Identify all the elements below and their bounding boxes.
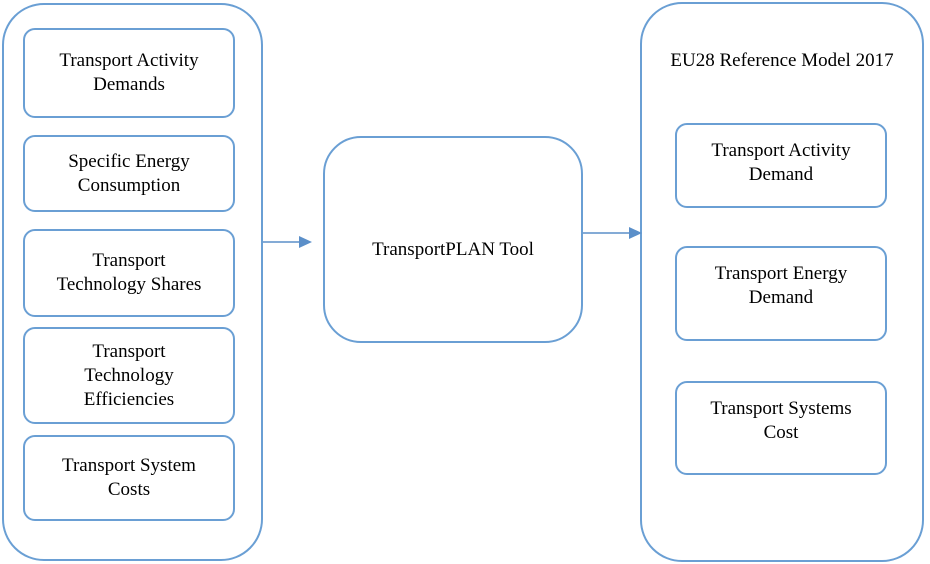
- input-box-activity-demands: Transport Activity Demands: [23, 28, 235, 118]
- input-box-specific-energy: Specific Energy Consumption: [23, 135, 235, 212]
- outputs-title: EU28 Reference Model 2017: [670, 50, 894, 71]
- output-label: Transport Systems Cost: [710, 398, 852, 443]
- input-label: Transport Technology Shares: [56, 250, 202, 295]
- input-box-technology-shares: Transport Technology Shares: [23, 229, 235, 317]
- input-label: Specific Energy Consumption: [68, 150, 190, 196]
- input-label: Transport System Costs: [62, 455, 196, 500]
- output-label: Transport Activity Demand: [711, 140, 851, 185]
- arrow-tool-to-outputs: [583, 227, 642, 239]
- tool-label: TransportPLAN Tool: [372, 239, 534, 260]
- tool-box: TransportPLAN Tool: [323, 136, 583, 343]
- output-label: Transport Energy Demand: [714, 263, 848, 308]
- input-label: Transport Activity Demands: [59, 50, 199, 95]
- output-box-activity-demand: Transport Activity Demand: [675, 123, 887, 208]
- arrow-inputs-to-tool: [263, 236, 312, 248]
- input-label: Transport Technology Efficiencies: [83, 340, 175, 410]
- input-box-technology-efficiencies: Transport Technology Efficiencies: [23, 327, 235, 424]
- input-box-system-costs: Transport System Costs: [23, 435, 235, 521]
- output-box-energy-demand: Transport Energy Demand: [675, 246, 887, 341]
- output-box-systems-cost: Transport Systems Cost: [675, 381, 887, 475]
